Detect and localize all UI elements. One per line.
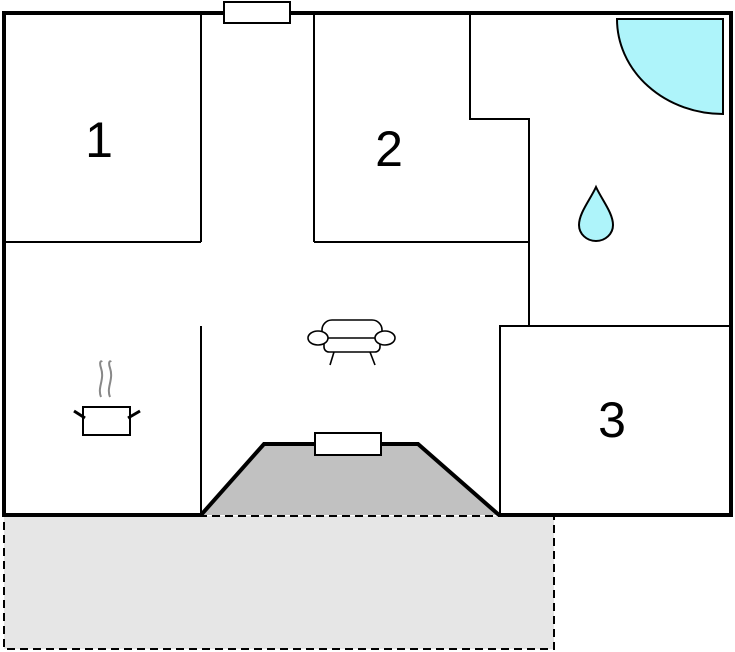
- room-1-label: 1: [85, 112, 113, 168]
- terrace-area: [3, 515, 555, 650]
- wall-bathroom: [469, 13, 530, 326]
- entrance-porch: [201, 444, 499, 515]
- cooking-pot-icon: [73, 360, 141, 436]
- sofa-icon: [307, 319, 396, 366]
- outer-wall: [2, 11, 733, 517]
- wall-room3: [499, 325, 731, 515]
- window-entrance: [314, 432, 382, 456]
- water-drop-icon: [577, 184, 615, 242]
- window-top: [223, 1, 291, 24]
- shower-icon: [615, 18, 724, 116]
- room-3-label: 3: [598, 392, 626, 448]
- room-2-label: 2: [375, 121, 403, 177]
